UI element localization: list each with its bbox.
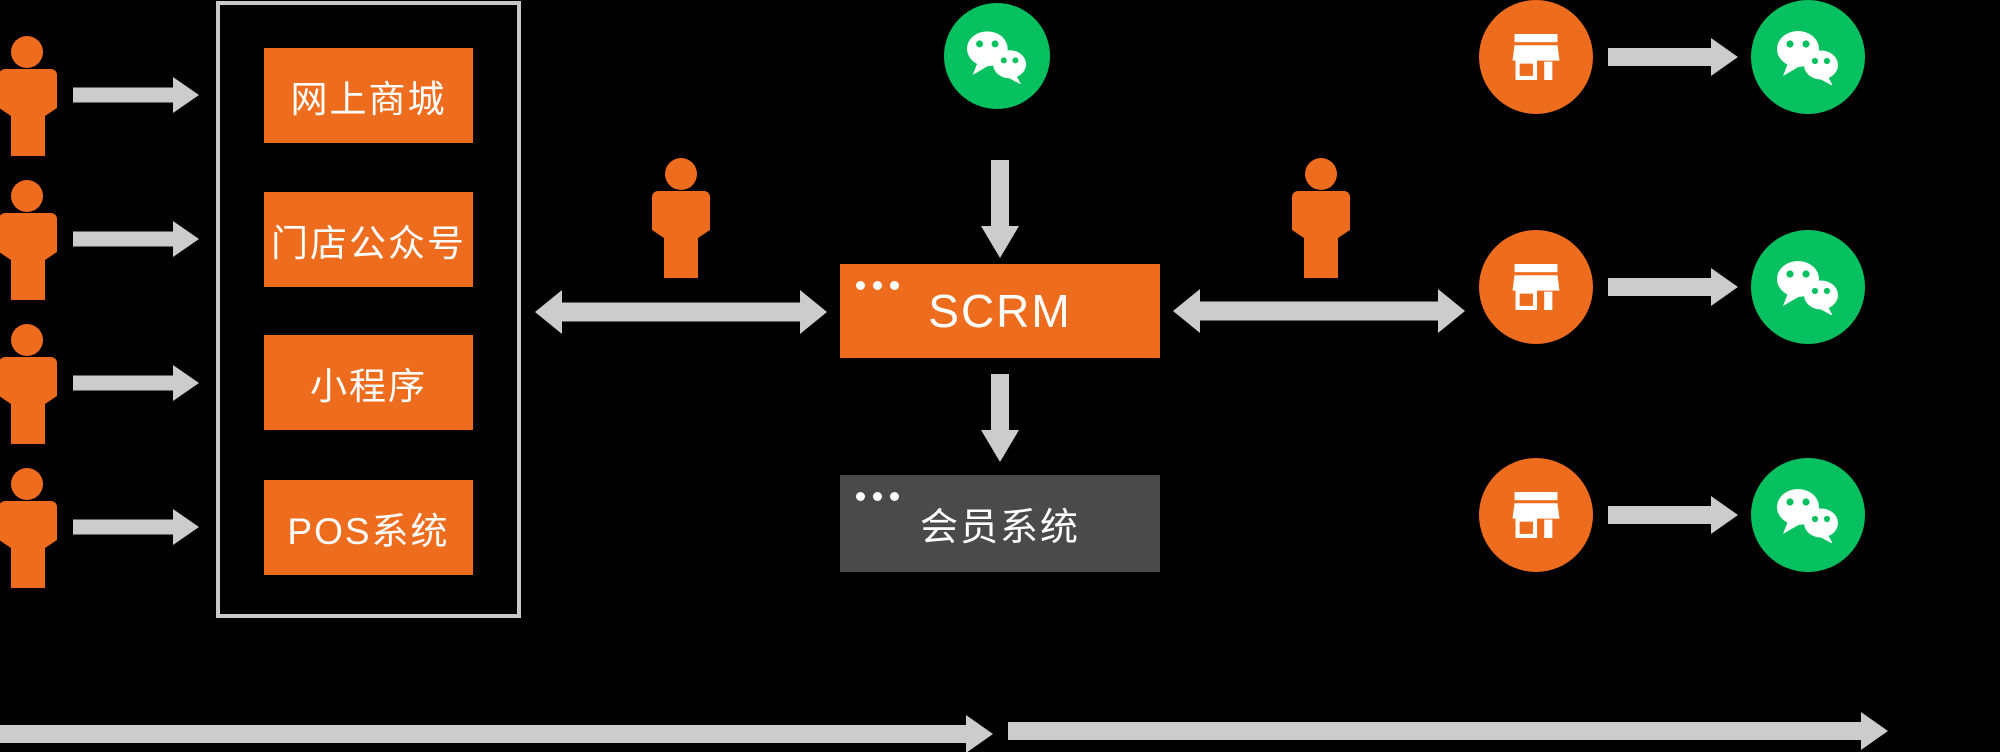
scrm-box: SCRM bbox=[840, 264, 1160, 358]
staff-icon bbox=[1292, 158, 1350, 278]
wechat-icon bbox=[1751, 458, 1865, 572]
window-dots-icon bbox=[856, 281, 899, 290]
storefront-icon bbox=[1479, 458, 1593, 572]
arrow-customer-to-channel bbox=[73, 221, 199, 257]
channel-box-pos-system: POS系统 bbox=[264, 480, 473, 575]
member-system-label: 会员系统 bbox=[919, 507, 1080, 549]
storefront-icon bbox=[1479, 0, 1593, 114]
arrow-channels-scrm-bidirectional bbox=[535, 290, 827, 334]
channel-label: 小程序 bbox=[310, 365, 427, 407]
arrow-scrm-to-member-system bbox=[981, 374, 1019, 462]
timeline-arrow-right bbox=[1008, 712, 1888, 750]
wechat-icon bbox=[944, 3, 1050, 109]
channel-box-store-official-account: 门店公众号 bbox=[264, 192, 473, 287]
staff-icon bbox=[652, 158, 710, 278]
customer-icon bbox=[0, 180, 57, 300]
channels-frame bbox=[216, 1, 521, 618]
window-dots-icon bbox=[856, 492, 899, 501]
arrow-scrm-stores-bidirectional bbox=[1173, 289, 1465, 333]
channel-label: 网上商城 bbox=[290, 78, 447, 120]
wechat-icon bbox=[1751, 230, 1865, 344]
customer-icon bbox=[0, 36, 57, 156]
arrow-store-to-wechat bbox=[1608, 496, 1738, 534]
wechat-icon bbox=[1751, 0, 1865, 114]
arrow-wechat-to-scrm bbox=[981, 160, 1019, 258]
channel-label: POS系统 bbox=[287, 510, 450, 552]
channel-box-mini-program: 小程序 bbox=[264, 335, 473, 430]
arrow-customer-to-channel bbox=[73, 77, 199, 113]
channel-box-online-mall: 网上商城 bbox=[264, 48, 473, 143]
channel-label: 门店公众号 bbox=[271, 222, 466, 264]
timeline-arrow-left bbox=[0, 715, 993, 752]
arrow-store-to-wechat bbox=[1608, 268, 1738, 306]
customer-icon bbox=[0, 324, 57, 444]
arrow-customer-to-channel bbox=[73, 509, 199, 545]
scrm-label: SCRM bbox=[928, 285, 1072, 337]
arrow-customer-to-channel bbox=[73, 365, 199, 401]
member-system-box: 会员系统 bbox=[840, 475, 1160, 572]
storefront-icon bbox=[1479, 230, 1593, 344]
arrow-store-to-wechat bbox=[1608, 38, 1738, 76]
customer-icon bbox=[0, 468, 57, 588]
